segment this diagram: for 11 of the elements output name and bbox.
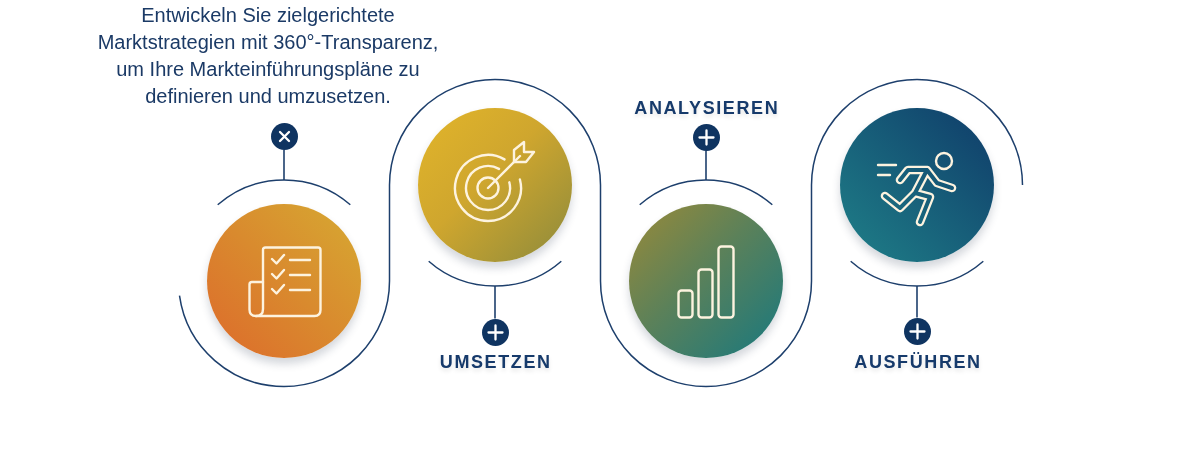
curved-connector	[178, 78, 496, 388]
curved-connector	[705, 78, 1024, 388]
step-circle	[207, 204, 361, 358]
step-circle	[629, 204, 783, 358]
step-circle	[840, 108, 994, 262]
description-text: Entwickeln Sie zielgerichtete Marktstrategien mit 360°-Transparenz, um Ihre Markteinführungspläne zu definieren und umzusetzen.	[96, 3, 440, 109]
step-title: UMSETZEN	[439, 351, 552, 373]
step-title: AUSFÜHREN	[854, 351, 982, 373]
step-title: ANALYSIEREN	[634, 97, 780, 119]
step-circle	[418, 108, 572, 262]
curved-connector	[494, 78, 707, 388]
